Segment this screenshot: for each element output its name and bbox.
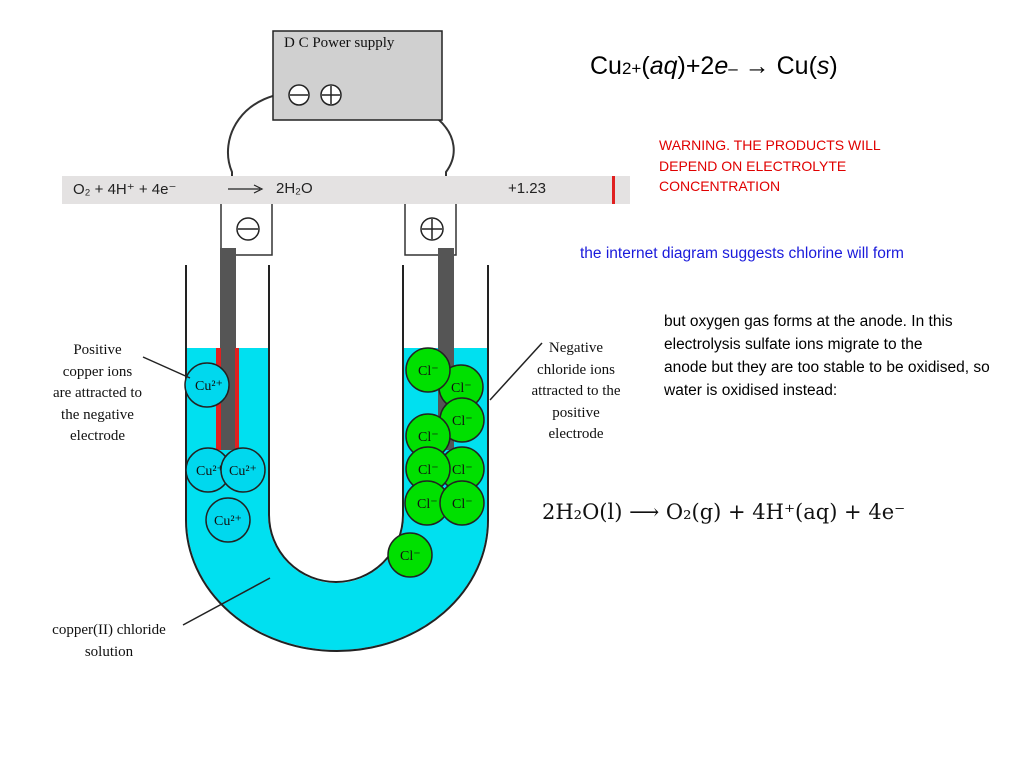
label-line: copper(II) chloride xyxy=(52,622,166,638)
copper-ion: Cu²⁺ xyxy=(184,362,230,408)
chloride-ion: Cl⁻ xyxy=(404,480,450,526)
label-line: solution xyxy=(84,643,134,660)
eq-charge: 2+ xyxy=(621,59,642,78)
band-red-marker xyxy=(612,176,615,204)
chloride-ion: Cl⁻ xyxy=(405,347,451,393)
label-line: positive xyxy=(552,404,600,421)
eq-aq: aq xyxy=(649,52,678,80)
copper-ion: Cu²⁺ xyxy=(205,497,251,543)
cathode-negative-icon xyxy=(236,217,260,241)
label-line: Positive xyxy=(73,342,122,358)
copper-ion-label: Cu²⁺ xyxy=(195,379,223,394)
eq-cu: Cu xyxy=(590,52,622,80)
anode-positive-icon xyxy=(420,217,444,241)
band-equation-rhs: 2H₂O xyxy=(276,180,313,197)
chloride-ion: Cl⁻ xyxy=(439,480,485,526)
copper-ion-label: Cu²⁺ xyxy=(229,464,257,479)
cathode-copper-deposit-right xyxy=(235,348,239,450)
equation-band xyxy=(62,176,630,204)
band-equation-value: +1.23 xyxy=(508,180,546,197)
copper-ion: Cu²⁺ xyxy=(185,447,231,493)
copper-ion: Cu²⁺ xyxy=(220,447,266,493)
internet-diagram-note: the internet diagram suggests chlorine w… xyxy=(580,245,904,262)
eq-minus: – xyxy=(728,59,738,78)
chloride-ion-label: Cl⁻ xyxy=(452,463,473,478)
anode-equation: 2H₂O(l) ⟶ O₂(g) + 4H⁺(aq) + 4e⁻ xyxy=(542,500,906,524)
power-supply-title: D C Power supply xyxy=(284,35,395,51)
leader-line-solution xyxy=(182,577,271,626)
leader-line-copper xyxy=(142,356,191,379)
label-line: Negative xyxy=(548,340,604,356)
oxygen-explanation: but oxygen gas forms at the anode. In th… xyxy=(664,313,990,399)
chloride-ion-label: Cl⁻ xyxy=(418,463,439,478)
chloride-ion-label: Cl⁻ xyxy=(417,497,438,512)
copper-ion-label: Cu²⁺ xyxy=(196,464,224,479)
eq-solid: s xyxy=(816,52,830,80)
eq-electron: e xyxy=(714,52,729,80)
chloride-ion-label: Cl⁻ xyxy=(400,549,421,564)
chloride-ion: Cl⁻ xyxy=(405,413,451,459)
cathode-equation: Cu2+(aq)+2e– → Cu(s) xyxy=(590,52,838,81)
leader-line-chloride xyxy=(489,342,543,401)
chloride-ion-label: Cl⁻ xyxy=(452,497,473,512)
label-solution: copper(II) chloride solution xyxy=(20,620,198,663)
power-supply-box xyxy=(272,30,443,121)
label-line: attracted to the xyxy=(531,383,621,399)
eq-arrow-cu: → Cu( xyxy=(737,52,817,80)
chloride-ion-label: Cl⁻ xyxy=(452,414,473,429)
label-line: electrode xyxy=(548,426,604,442)
eq-open-paren: ( xyxy=(641,52,650,80)
chloride-ion-label: Cl⁻ xyxy=(451,381,472,396)
eq-plus-2: )+2 xyxy=(677,52,715,80)
chloride-ion: Cl⁻ xyxy=(387,532,433,578)
psu-negative-terminal-icon xyxy=(288,84,310,106)
label-line: electrode xyxy=(70,428,125,444)
chloride-ion: Cl⁻ xyxy=(405,446,451,492)
warning-text: WARNING. THE PRODUCTS WILL DEPEND ON ELE… xyxy=(659,137,881,194)
label-line: the negative xyxy=(61,406,134,423)
label-line: copper ions xyxy=(62,363,133,380)
label-line: are attracted to xyxy=(52,385,143,401)
cathode-electrode xyxy=(220,248,236,450)
copper-ion-label: Cu²⁺ xyxy=(214,514,242,529)
eq-close: ) xyxy=(829,52,838,80)
chloride-ion: Cl⁻ xyxy=(439,446,485,492)
psu-positive-terminal-icon xyxy=(320,84,342,106)
chloride-ion-label: Cl⁻ xyxy=(418,364,439,379)
band-arrow-icon xyxy=(228,184,264,194)
u-tube-outer-wall xyxy=(185,265,489,652)
label-negative-chloride: Negative chloride ions attracted to the … xyxy=(506,338,646,446)
chloride-ion-label: Cl⁻ xyxy=(418,430,439,445)
band-equation-lhs: O₂ + 4H⁺ + 4e⁻ xyxy=(73,181,177,198)
label-line: chloride ions xyxy=(537,361,615,378)
u-tube-inner-wall xyxy=(268,265,404,583)
label-positive-copper: Positive copper ions are attracted to th… xyxy=(20,340,175,448)
